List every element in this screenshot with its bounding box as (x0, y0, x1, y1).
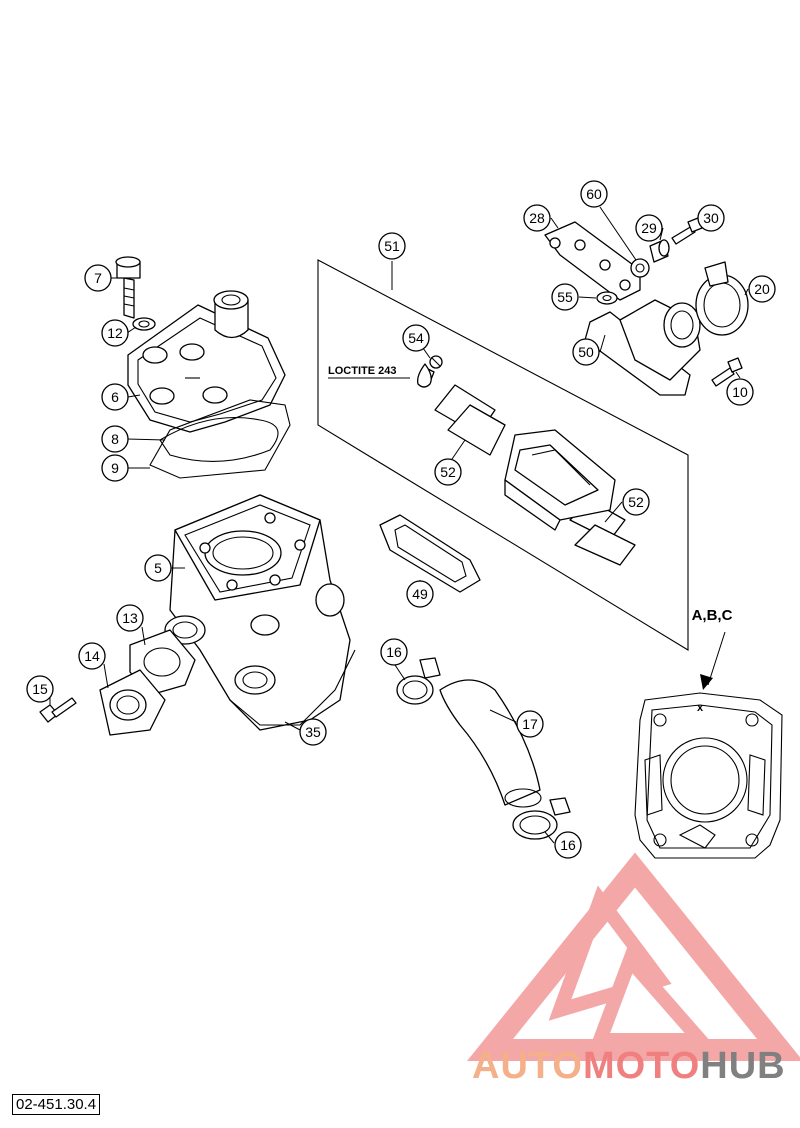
variant-label: A,B,C (692, 607, 733, 624)
svg-text:8: 8 (111, 431, 119, 447)
callout-35: 35 (299, 718, 327, 746)
hose-clamp-16-bottom (512, 797, 571, 840)
loctite-note: LOCTITE 243 (328, 365, 396, 377)
reed-valve-kit-frame (317, 259, 689, 651)
sleeve-29 (649, 239, 670, 263)
hose-clamp-16-top (396, 657, 441, 705)
screw-10 (711, 357, 743, 387)
bracket-28 (544, 221, 641, 301)
callout-17: 17 (516, 710, 544, 738)
callout-9: 9 (101, 454, 129, 482)
intake-manifold (584, 299, 701, 396)
watermark-logo (467, 852, 800, 1061)
intake-gasket (379, 514, 481, 593)
svg-text:10: 10 (732, 384, 748, 400)
svg-text:9: 9 (111, 460, 119, 476)
svg-text:5: 5 (154, 560, 162, 576)
svg-text:50: 50 (578, 344, 594, 360)
connecting-hose-17 (439, 679, 542, 808)
callout-7: 7 (84, 264, 112, 292)
svg-text:52: 52 (440, 464, 456, 480)
svg-text:15: 15 (32, 681, 48, 697)
svg-text:6: 6 (111, 389, 119, 405)
watermark-part-hub: HUB (700, 1045, 785, 1087)
callout-51: 51 (378, 232, 406, 260)
svg-text:30: 30 (703, 210, 719, 226)
callout-5: 5 (144, 554, 172, 582)
cylinder-head-bolt (115, 256, 141, 319)
callout-14: 14 (78, 642, 106, 670)
hose-clamp-20 (695, 261, 749, 336)
exhaust-flange (99, 669, 166, 736)
watermark-part-moto: MOTO (583, 1045, 700, 1087)
svg-text:49: 49 (412, 586, 428, 602)
bolt-15 (39, 697, 77, 723)
watermark-part-auto: AUTO (472, 1045, 583, 1087)
svg-text:55: 55 (557, 289, 573, 305)
svg-text:20: 20 (754, 281, 770, 297)
callout-49: 49 (406, 580, 434, 608)
svg-text:13: 13 (122, 610, 138, 626)
base-gasket (229, 649, 356, 726)
callout-28: 28 (523, 204, 551, 232)
svg-text:52: 52 (628, 494, 644, 510)
callout-30: 30 (697, 204, 725, 232)
leader-lines (49, 206, 749, 844)
callout-54: 54 (402, 324, 430, 352)
svg-text:14: 14 (84, 648, 100, 664)
watermark-wordmark: AUTOMOTOHUB (472, 1045, 786, 1087)
callout-52-left: 52 (434, 458, 462, 486)
svg-text:35: 35 (305, 724, 321, 740)
callout-16-top: 16 (380, 638, 408, 666)
loctite-drop-icon (417, 363, 432, 388)
svg-text:54: 54 (408, 330, 424, 346)
washer-12 (132, 317, 156, 331)
variant-marker: x (697, 702, 704, 714)
reference-code: 02-451.30.4 (12, 1094, 101, 1115)
callout-13: 13 (116, 604, 144, 632)
screw-30 (671, 217, 703, 245)
callout-60: 60 (580, 180, 608, 208)
reed-valve-block (504, 429, 616, 531)
cylinder (164, 494, 351, 731)
callout-52-right: 52 (622, 488, 650, 516)
svg-text:12: 12 (107, 325, 123, 341)
callout-20: 20 (748, 275, 776, 303)
svg-text:17: 17 (522, 716, 538, 732)
callout-50: 50 (572, 338, 600, 366)
callout-16-bottom: 16 (554, 831, 582, 859)
rubber-spacer-60 (630, 258, 650, 278)
head-o-rings (149, 399, 291, 479)
callout-6: 6 (101, 383, 129, 411)
variant-arrow (700, 631, 726, 690)
svg-text:16: 16 (386, 644, 402, 660)
svg-text:16: 16 (560, 837, 576, 853)
svg-text:28: 28 (529, 210, 545, 226)
cylinder-head (127, 290, 286, 433)
callout-8: 8 (101, 425, 129, 453)
callout-12: 12 (101, 319, 129, 347)
svg-text:29: 29 (641, 220, 657, 236)
washer-55 (596, 291, 618, 305)
variant-inset (634, 692, 783, 859)
callout-10: 10 (726, 378, 754, 406)
svg-text:7: 7 (94, 270, 102, 286)
callout-55: 55 (551, 283, 579, 311)
svg-text:51: 51 (384, 238, 400, 254)
svg-text:60: 60 (586, 186, 602, 202)
callout-29: 29 (635, 214, 663, 242)
callout-15: 15 (26, 675, 54, 703)
